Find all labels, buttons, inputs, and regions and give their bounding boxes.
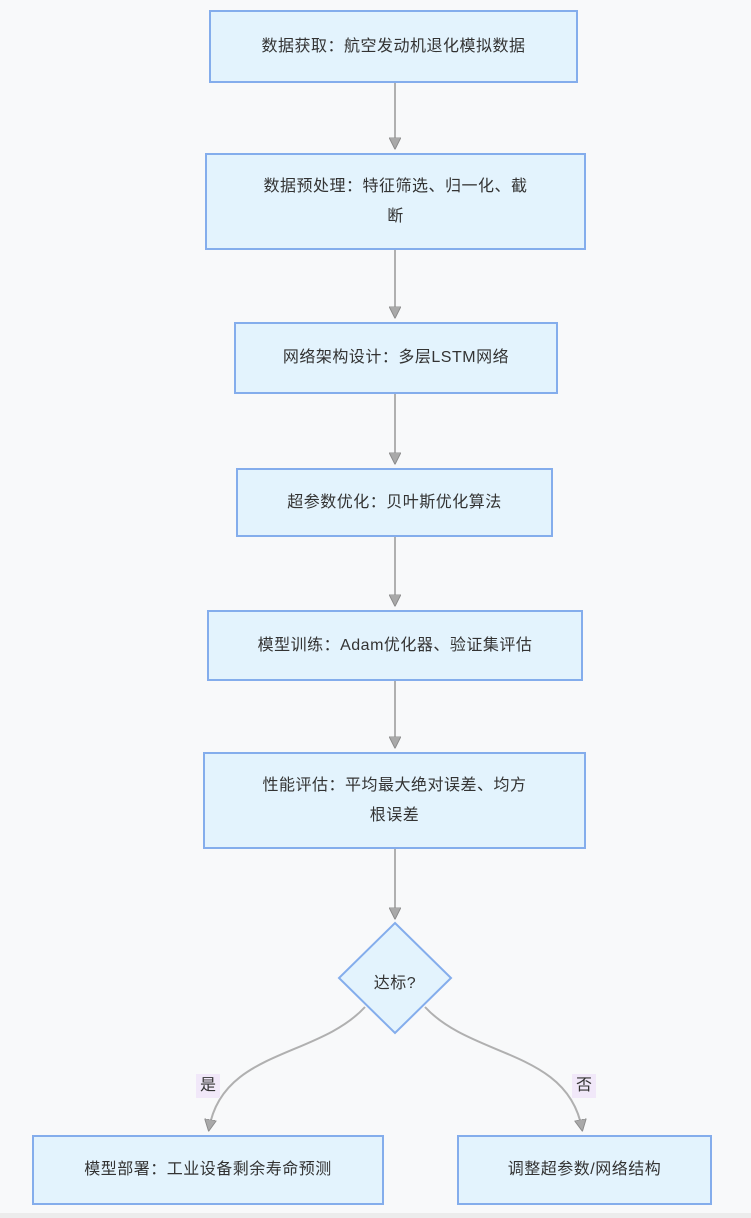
edge-label-yes: 是 — [195, 1074, 221, 1098]
node-label: 数据获取：航空发动机退化模拟数据 — [261, 37, 526, 55]
bottom-strip — [0, 1213, 751, 1218]
node-data-acquisition: 数据获取：航空发动机退化模拟数据 — [209, 10, 578, 83]
node-adjust-hyperparameters: 调整超参数/网络结构 — [457, 1135, 712, 1205]
decision-label: 达标? — [373, 975, 417, 992]
node-performance-evaluation: 性能评估：平均最大绝对误差、均方 根误差 — [203, 752, 586, 849]
node-data-preprocessing: 数据预处理：特征筛选、归一化、截 断 — [205, 153, 586, 250]
node-hyperparameter-optimization: 超参数优化：贝叶斯优化算法 — [236, 468, 553, 537]
node-model-deployment: 模型部署：工业设备剩余寿命预测 — [32, 1135, 384, 1205]
node-network-architecture-design: 网络架构设计：多层LSTM网络 — [234, 322, 558, 394]
node-label: 调整超参数/网络结构 — [507, 1161, 662, 1178]
node-label: 性能评估：平均最大绝对误差、均方 根误差 — [262, 776, 527, 824]
arrow-decision-no — [424, 1006, 582, 1129]
node-label: 网络架构设计：多层LSTM网络 — [282, 349, 510, 366]
node-model-training: 模型训练：Adam优化器、验证集评估 — [207, 610, 583, 681]
node-label: 模型部署：工业设备剩余寿命预测 — [84, 1161, 332, 1178]
node-label: 数据预处理：特征筛选、归一化、截 断 — [263, 177, 528, 225]
edge-label-no: 否 — [571, 1074, 597, 1098]
node-label: 模型训练：Adam优化器、验证集评估 — [257, 636, 533, 654]
arrow-decision-yes — [209, 1006, 366, 1129]
node-label: 超参数优化：贝叶斯优化算法 — [287, 493, 502, 511]
